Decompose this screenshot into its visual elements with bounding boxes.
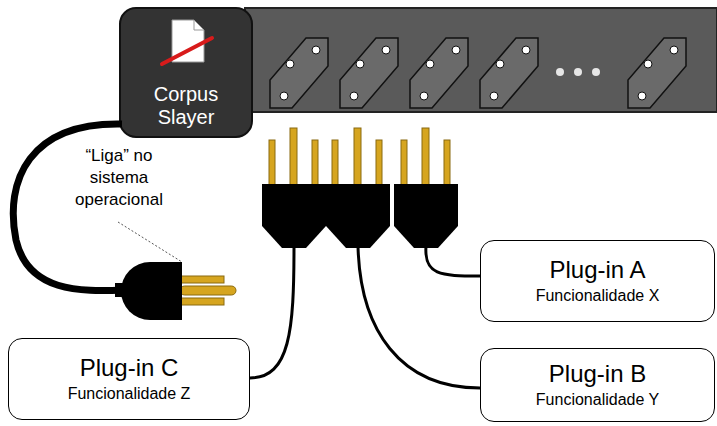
callout-note: “Liga” no sistema operacional (56, 145, 182, 211)
plugin-plugs (262, 128, 458, 248)
plugin-wires (250, 246, 480, 388)
power-strip (245, 8, 717, 112)
node-subtitle: Funcionalidade X (536, 286, 660, 306)
leader-line (118, 222, 182, 262)
plugin-box: Plug-in AFuncionalidade X (480, 240, 715, 322)
outlets (270, 38, 686, 108)
plugin-box: Plug-in BFuncionalidade Y (480, 348, 715, 422)
slash-mark (162, 38, 212, 64)
ellipsis-dots (556, 68, 600, 76)
node-title: Plug-in B (549, 360, 646, 388)
node-title: Plug-in C (80, 354, 179, 382)
plugin-box: Plug-in CFuncionalidade Z (8, 338, 250, 420)
app-box: Corpus Slayer (120, 8, 252, 137)
app-housing (120, 8, 252, 137)
node-subtitle: Funcionalidade Z (68, 384, 191, 404)
node-title: Plug-in A (549, 256, 645, 284)
outlet-holes (280, 46, 678, 100)
node-title: Corpus Slayer (136, 83, 236, 129)
node-subtitle: Funcionalidade Y (536, 390, 659, 410)
power-plug (115, 262, 236, 320)
